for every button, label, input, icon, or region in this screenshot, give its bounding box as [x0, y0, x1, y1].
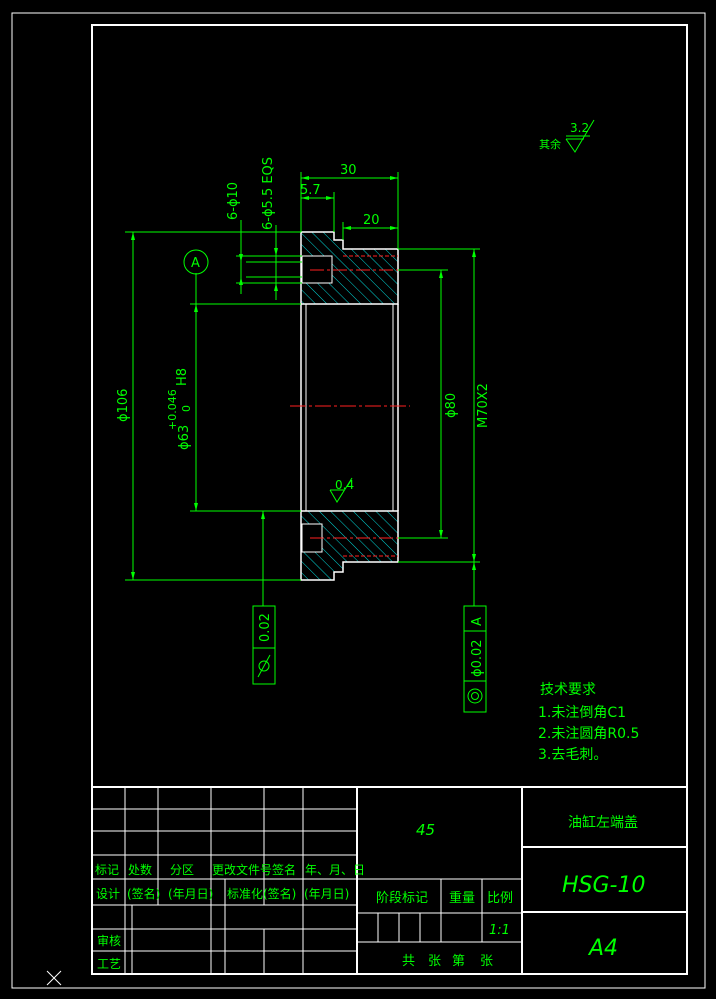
- sheets-current-label: 第: [452, 954, 465, 969]
- top-section-hatch: [300, 231, 399, 305]
- design-date: (年月日): [168, 887, 213, 901]
- inner-frame: [91, 24, 688, 975]
- sheets-total-unit: 张: [428, 954, 441, 969]
- notes-title: 技术要求: [540, 682, 596, 698]
- stage-mark-label: 阶段标记: [376, 891, 428, 906]
- scale-value: 1:1: [489, 923, 510, 938]
- notes-line-2: 2.未注圆角R0.5: [538, 726, 639, 742]
- cylindricity-icon: [257, 654, 271, 678]
- cursor-cross-icon: [46, 970, 62, 986]
- header-change-doc: 更改文件号: [212, 862, 272, 877]
- scale-label: 比例: [487, 891, 513, 906]
- part-name: 油缸左端盖: [568, 814, 638, 831]
- dim-5-7: 5.7: [300, 183, 321, 198]
- part-section-view: [290, 231, 410, 581]
- dim-30: 30: [340, 163, 357, 178]
- standard-label: 标准化: [227, 887, 263, 901]
- concentricity-value: ϕ0.02: [470, 639, 485, 677]
- datum-a-label: A: [191, 256, 200, 271]
- header-date: 年、月、日: [305, 863, 365, 877]
- dim-106: ϕ106: [116, 389, 131, 422]
- sheet-size: A4: [587, 936, 618, 961]
- header-sign: 签名: [272, 862, 296, 877]
- roughness-label: 其余: [539, 137, 561, 151]
- header-zone: 分区: [170, 863, 194, 877]
- arrowheads: [131, 176, 476, 580]
- dim-63-tol-upper: +0.046: [166, 389, 179, 430]
- standard-sign: (签名): [263, 886, 296, 901]
- design-sign: (签名): [127, 886, 160, 901]
- dim-80: ϕ80: [444, 393, 459, 418]
- concentricity-icon: [467, 688, 483, 704]
- review-label: 审核: [97, 933, 121, 948]
- title-block: [91, 786, 688, 975]
- bottom-section-hatch: [300, 510, 399, 581]
- roughness-symbol-icon: [565, 119, 595, 153]
- dim-63-tol-lower: 0: [180, 405, 193, 412]
- drawing-number: HSG-10: [562, 873, 646, 898]
- process-label: 工艺: [97, 957, 121, 971]
- concentricity-datum: A: [470, 617, 485, 626]
- cylindricity-value: 0.02: [258, 613, 273, 642]
- notes-line-1: 1.未注倒角C1: [538, 705, 626, 721]
- roughness-value: 3.2: [570, 121, 589, 135]
- weight-label: 重量: [449, 890, 475, 906]
- header-count: 处数: [128, 862, 152, 877]
- dim-20: 20: [363, 213, 380, 228]
- dim-holes-10: 6-ϕ10: [226, 182, 241, 220]
- dim-63-fit: H8: [175, 368, 190, 386]
- roughness-inner-icon: [329, 477, 353, 503]
- roughness-inner-value: 0.4: [335, 478, 354, 492]
- dim-63: ϕ63: [177, 425, 192, 450]
- dim-thread: M70X2: [476, 383, 491, 428]
- cylindricity-frame: [252, 605, 276, 685]
- datum-a-circle: [183, 249, 209, 275]
- material: 45: [416, 821, 435, 839]
- dim-holes-5-5: 6-ϕ5.5 EQS: [261, 157, 276, 230]
- sheets-current-unit: 张: [480, 954, 493, 969]
- header-mark: 标记: [95, 863, 119, 877]
- concentricity-frame: [463, 605, 487, 713]
- standard-date: (年月日): [304, 887, 349, 901]
- design-label: 设计: [96, 887, 120, 901]
- notes-line-3: 3.去毛刺。: [538, 747, 607, 763]
- outer-frame: [11, 12, 706, 989]
- sheets-total-label: 共: [402, 954, 415, 969]
